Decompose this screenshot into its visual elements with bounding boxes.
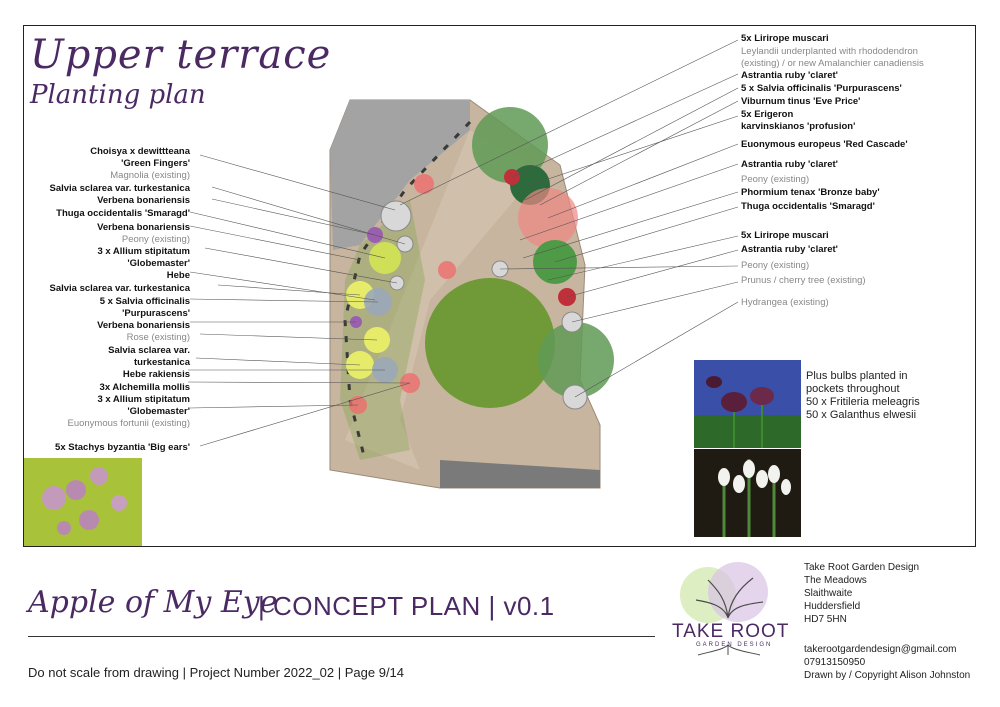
left-plant-label: Salvia sclarea var. (108, 345, 190, 356)
tree-top-right (472, 107, 548, 183)
left-plant-label: Choisya x dewittteana (90, 146, 190, 157)
right-plant-label: 5 x Salvia officinalis 'Purpurascens' (741, 83, 902, 94)
right-plant-label: Hydrangea (existing) (741, 297, 829, 308)
concept-plan-label: | CONCEPT PLAN | v0.1 (258, 591, 555, 621)
allium-photo (24, 458, 142, 546)
left-plant-label: 3 x Allium stipitatum (97, 246, 190, 257)
left-plant-label: Verbena bonariensis (97, 222, 190, 233)
address-line-2: The Meadows (804, 575, 867, 586)
pink-1 (414, 174, 434, 194)
company-address: Take Root Garden Design The Meadows Slai… (804, 561, 919, 626)
copyright-line: Drawn by / Copyright Alison Johnston (804, 670, 971, 681)
right-plant-label: Peony (existing) (741, 260, 810, 271)
left-plant-label: Euonymous fortunii (existing) (67, 418, 191, 429)
address-line-5: HD7 5HN (804, 614, 847, 625)
project-name: Apple of My Eye (28, 585, 278, 620)
snowdrop-photo (694, 449, 801, 537)
left-plant-label: Verbena bonariensis (97, 320, 190, 331)
right-leader-lines (399, 39, 739, 398)
bulbs-line-3: 50 x Fritileria meleagris (806, 396, 920, 408)
plan-frame (23, 25, 976, 547)
right-plant-label: Leylandii underplanted with rhododendron (741, 46, 918, 57)
bulbs-line-1: Plus bulbs planted in (806, 370, 908, 382)
right-plant-label: Prunus / cherry tree (existing) (741, 275, 866, 286)
right-plant-label: (existing) / or new Amalanchier canadien… (741, 58, 924, 69)
left-plant-label: 3x Alchemilla mollis (99, 382, 190, 393)
left-plant-label: turkestanica (134, 357, 190, 368)
right-plant-label: Peony (existing) (741, 174, 810, 185)
left-plant-label: 3 x Allium stipitatum (97, 394, 190, 405)
left-leader-lines (187, 154, 411, 447)
right-plant-label: 5x Lirirope muscari (741, 33, 829, 44)
right-plant-label: 5x Erigeron (741, 109, 794, 120)
right-plant-label: Astrantia ruby 'claret' (741, 70, 838, 81)
fritillaria-photo (694, 360, 801, 448)
right-plant-label: Astrantia ruby 'claret' (741, 159, 838, 170)
take-root-logo (680, 562, 768, 656)
right-plant-label: 5x Lirirope muscari (741, 230, 829, 241)
left-plant-label: 'Globemaster' (127, 406, 190, 417)
left-plant-label: Peony (existing) (121, 234, 190, 245)
left-plant-label: Salvia sclarea var. turkestanica (49, 283, 191, 294)
logo-wordmark: TAKE ROOT (672, 621, 790, 642)
stone-paving (330, 100, 470, 250)
left-plant-label: Verbena bonariensis (97, 195, 190, 206)
left-plant-label: Hebe (166, 270, 190, 281)
left-plant-label: Rose (existing) (126, 332, 190, 343)
address-line-1: Take Root Garden Design (804, 562, 920, 573)
right-plant-label: Astrantia ruby 'claret' (741, 244, 838, 255)
left-plant-label: Magnolia (existing) (110, 170, 190, 181)
snowdrop-photo-art (694, 449, 801, 537)
address-line-4: Huddersfield (804, 601, 861, 612)
pink-2 (438, 261, 456, 279)
contact-phone: 07913150950 (804, 657, 866, 668)
bulbs-note: Plus bulbs planted in pockets throughout… (806, 370, 920, 422)
left-plant-label: 5 x Salvia officinalis (99, 296, 190, 307)
plan-subtitle: Planting plan (30, 80, 206, 110)
bulbs-line-2: pockets throughout (806, 383, 900, 395)
company-contact: takerootgardendesign@gmail.com 079131509… (804, 643, 970, 682)
left-plant-label: Salvia sclarea var. turkestanica (49, 183, 191, 194)
fritillaria-photo-art (694, 360, 801, 448)
address-line-3: Slaithwaite (804, 588, 853, 599)
grey-disc-1 (380, 200, 412, 232)
contact-email: takerootgardendesign@gmail.com (804, 644, 957, 655)
gravel-path (345, 130, 540, 470)
logo-tagline: GARDEN DESIGN (696, 642, 773, 648)
left-plant-label: 'Globemaster' (127, 258, 190, 269)
right-plant-label: Euonymous europeus 'Red Cascade' (741, 139, 908, 150)
plan-title: Upper terrace (30, 32, 332, 78)
left-plant-label: 'Green Fingers' (121, 158, 190, 169)
left-plant-label: 'Purpurascens' (122, 308, 190, 319)
footer-divider (28, 636, 655, 637)
right-plant-label: Phormium tenax 'Bronze baby' (741, 187, 880, 198)
left-plant-label: Thuga occidentalis 'Smaragd' (56, 208, 190, 219)
right-plant-label: karvinskianos 'profusion' (741, 121, 856, 132)
right-plant-label: Viburnum tinus 'Eve Price' (741, 96, 861, 107)
left-plant-label: Hebe rakiensis (122, 369, 190, 380)
left-plant-label: 5x Stachys byzantia 'Big ears' (55, 442, 190, 453)
hydrangea (538, 322, 614, 398)
drawing-meta: Do not scale from drawing | Project Numb… (28, 665, 405, 680)
bulbs-line-4: 50 x Galanthus elwesii (806, 409, 917, 421)
lawn (425, 278, 555, 408)
bottom-slab (440, 460, 600, 488)
allium-photo-art (24, 458, 142, 546)
right-plant-label: Thuga occidentalis 'Smaragd' (741, 201, 875, 212)
